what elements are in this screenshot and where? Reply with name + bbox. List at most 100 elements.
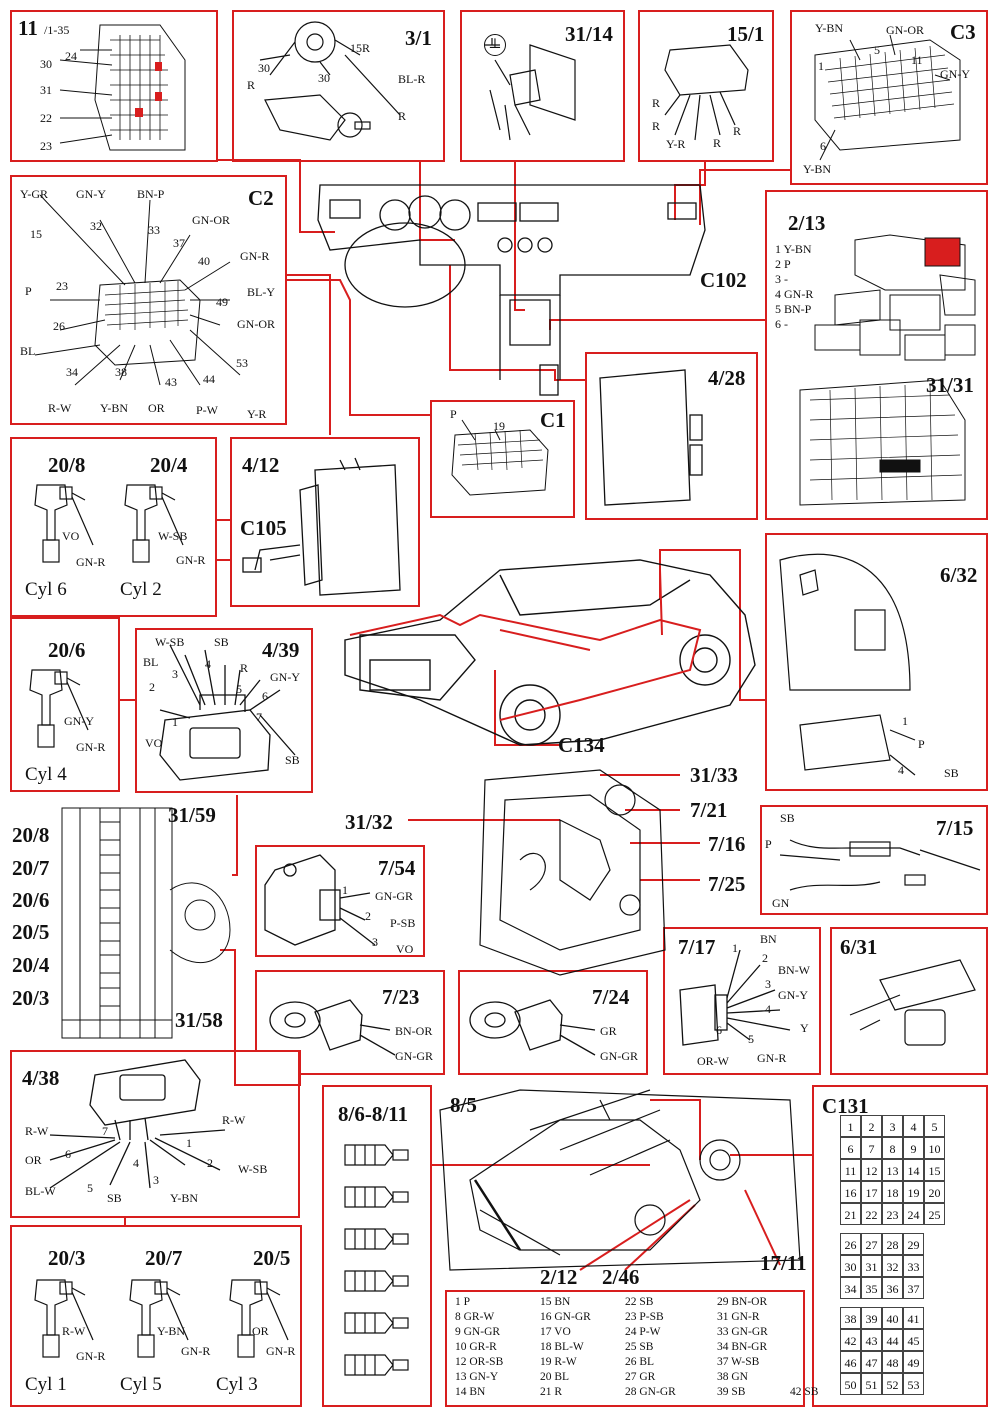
c131-pin-29: 29 [903, 1233, 924, 1255]
c2-or: OR [148, 401, 165, 415]
panel-4-38-pin-3: 3 [153, 1173, 159, 1187]
c2-y-r: Y-R [247, 407, 267, 421]
c2-y-gr: Y-GR [20, 187, 49, 201]
panel-11-subtitle: /1-35 [44, 23, 70, 37]
panel-c131-title: C131 [822, 1094, 869, 1118]
c2-gn-r: GN-R [240, 249, 270, 263]
panel-3-1-title: 3/1 [405, 26, 432, 50]
panel-8-5-title: 8/5 [450, 1093, 477, 1117]
c131-pin-51: 51 [861, 1373, 882, 1395]
panel-2-13-line-6: 6 - [775, 317, 788, 331]
c2-pin-15: 15 [30, 227, 42, 241]
panel-15-1-r4: R [733, 124, 742, 138]
engine-label-7-16: 7/16 [708, 832, 746, 856]
panel-7-17-pin-2: 2 [762, 951, 768, 965]
coil-20-3-title: 20/3 [48, 1246, 86, 1270]
panel-4-39-sb-2: SB [285, 753, 300, 767]
panel-7-23-bn-or: BN-OR [395, 1024, 433, 1038]
intake-label-20-8: 20/8 [12, 823, 50, 847]
c131-pin-24: 24 [903, 1203, 924, 1225]
panel-4-39-pin-1: 1 [172, 715, 178, 729]
legend-item: 24 P-W [625, 1326, 661, 1338]
panel-4-38-r-w-2: R-W [222, 1113, 246, 1127]
c2-bl-y: BL-Y [247, 285, 275, 299]
panel-15-1-r2: R [652, 119, 661, 133]
c131-pin-8: 8 [882, 1137, 903, 1159]
c131-pin-31: 31 [861, 1255, 882, 1277]
connector-c102-label: C102 [700, 268, 747, 292]
panel-4-28-title: 4/28 [708, 366, 746, 390]
panel-4-39-sb: SB [214, 635, 229, 649]
c131-pin-49: 49 [903, 1351, 924, 1373]
c131-pin-30: 30 [840, 1255, 861, 1277]
c131-pin-45: 45 [903, 1329, 924, 1351]
c131-pin-41: 41 [903, 1307, 924, 1329]
c131-pin-13: 13 [882, 1159, 903, 1181]
panel-15-1-title: 15/1 [727, 22, 765, 46]
panel-2-13-line-3: 3 - [775, 272, 788, 286]
c131-pin-34: 34 [840, 1277, 861, 1299]
coil-20-7-title: 20/7 [145, 1246, 183, 1270]
panel-2-13-line-5: 5 BN-P [775, 302, 812, 316]
c2-pin-33: 33 [148, 223, 160, 237]
engine-label-31-32: 31/32 [345, 810, 393, 834]
coil-20-4-w-sb: W-SB [158, 529, 188, 543]
panel-4-38-y-bn: Y-BN [170, 1191, 199, 1205]
panel-c3-pin-6: 6 [820, 139, 826, 153]
c131-pin-37: 37 [903, 1277, 924, 1299]
panel-6-32-title: 6/32 [940, 563, 978, 587]
legend-item: 29 BN-OR [717, 1296, 768, 1308]
c131-pin-14: 14 [903, 1159, 924, 1181]
panel-7-17-or-w: OR-W [697, 1054, 729, 1068]
coil-20-6-cyl: Cyl 4 [25, 764, 67, 785]
c131-pin-46: 46 [840, 1351, 861, 1373]
legend-item: 18 BL-W [540, 1341, 584, 1353]
coil-20-3-cyl: Cyl 1 [25, 1374, 67, 1395]
panel-4-38-bl-w: BL-W [25, 1184, 56, 1198]
panel-7-17-pin-6: 6 [716, 1023, 722, 1037]
coil-20-7-cyl: Cyl 5 [120, 1374, 162, 1395]
panel-15-1-r3: R [713, 136, 722, 150]
panel-7-15-title: 7/15 [936, 816, 974, 840]
panel-4-38-pin-2: 2 [207, 1156, 213, 1170]
coil-20-8-cyl: Cyl 6 [25, 579, 67, 600]
panel-c1-title: C1 [540, 408, 566, 432]
legend-item: 34 BN-GR [717, 1341, 768, 1353]
panel-2-13-line-4: 4 GN-R [775, 287, 814, 301]
legend-item: 31 GN-R [717, 1311, 760, 1323]
legend-item: 22 SB [625, 1296, 654, 1308]
intake-label-20-3: 20/3 [12, 986, 50, 1010]
intake-label-20-5: 20/5 [12, 920, 50, 944]
coil-20-8-title: 20/8 [48, 453, 86, 477]
intake-label-20-6: 20/6 [12, 888, 50, 912]
c131-pin-3: 3 [882, 1115, 903, 1137]
c131-pin-15: 15 [924, 1159, 945, 1181]
c2-pin-44: 44 [203, 372, 215, 386]
c131-pin-10: 10 [924, 1137, 945, 1159]
legend-item: 16 GN-GR [540, 1311, 591, 1323]
c131-pin-50: 50 [840, 1373, 861, 1395]
panel-c3-y-bn-1: Y-BN [815, 21, 844, 35]
c131-pin-52: 52 [882, 1373, 903, 1395]
c131-pin-39: 39 [861, 1307, 882, 1329]
c2-pin-32: 32 [90, 219, 102, 233]
panel-legend [445, 1290, 805, 1407]
c131-pin-1: 1 [840, 1115, 861, 1137]
panel-7-54-pin-1: 1 [342, 883, 348, 897]
c131-pin-20: 20 [924, 1181, 945, 1203]
panel-6-32-sb: SB [944, 766, 959, 780]
panel-7-15-gn: GN [772, 896, 790, 910]
panel-4-39-pin-6: 6 [262, 689, 268, 703]
engine-label-7-21: 7/21 [690, 798, 728, 822]
panel-7-17-pin-3: 3 [765, 977, 771, 991]
coil-20-4-title: 20/4 [150, 453, 188, 477]
c131-pin-2: 2 [861, 1115, 882, 1137]
legend-item: 28 GN-GR [625, 1386, 676, 1398]
coil-20-5-or: OR [252, 1324, 269, 1338]
legend-item: 21 R [540, 1386, 563, 1398]
legend-item: 15 BN [540, 1296, 571, 1308]
c2-pin-49: 49 [216, 295, 228, 309]
panel-3-1-label-30a: 30 [258, 61, 270, 75]
c2-pin-43: 43 [165, 375, 177, 389]
